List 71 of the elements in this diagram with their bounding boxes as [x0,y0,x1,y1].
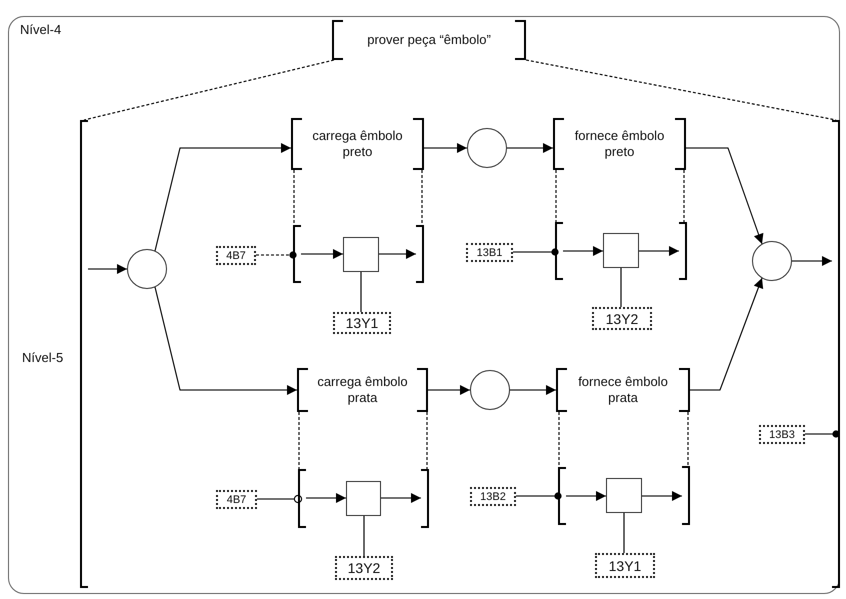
dashed-line [526,59,836,121]
arrow [686,147,764,244]
bracket [80,120,88,588]
actuator-tag: 13Y1 [595,553,655,578]
dashed-line [555,170,557,222]
transition-box [346,481,381,516]
bracket [421,469,429,528]
transition-box [343,237,379,272]
dashed-line [683,170,685,222]
arrow [381,493,421,503]
activity-box: prover peça “êmbolo” [332,20,526,60]
signal-line [256,251,297,259]
connector-line [363,516,365,556]
arrow [690,278,764,391]
dashed-line [558,412,560,467]
transition-box [606,478,642,513]
connector-line [360,272,362,312]
bracket [298,469,306,528]
level-label: Nível-5 [22,350,64,365]
signal-line [516,492,562,500]
dashed-line [84,59,334,121]
dashed-line [421,170,423,225]
arrow [88,264,127,274]
connector-line [620,268,622,307]
bracket [682,466,690,525]
arrow [306,493,346,503]
signal-line [257,494,302,504]
bracket [832,120,840,588]
sensor-tag: 13B2 [470,487,516,506]
arrow [642,491,682,501]
dashed-line [293,170,295,225]
arrow [792,256,832,266]
dashed-line [687,412,689,466]
place-circle [467,128,507,168]
arrow [154,286,297,395]
place-circle [127,249,167,289]
transition-box [603,233,639,268]
arrow [424,143,467,153]
sensor-tag: 4B7 [216,490,257,509]
arrow [639,246,679,256]
arrow [563,246,603,256]
arrow [566,491,606,501]
bracket [679,222,687,280]
sensor-tag: 4B7 [216,246,256,265]
arrow [510,385,556,395]
activity-box: fornece êmbolo prata [556,368,690,412]
bracket [558,467,566,525]
dashed-line [298,412,300,469]
actuator-tag: 13Y1 [333,312,391,334]
arrow [428,385,470,395]
signal-line [513,248,559,256]
level-label: Nível-4 [20,22,62,37]
actuator-tag: 13Y2 [335,556,393,580]
place-circle [752,241,792,281]
activity-box: carrega êmbolo preto [291,118,424,170]
activity-box: fornece êmbolo preto [553,118,686,170]
arrow [379,249,416,259]
bracket [555,222,563,280]
place-circle [470,370,510,410]
signal-line [805,430,840,438]
bracket [416,225,424,283]
connector-line [623,513,625,553]
bracket [293,225,301,283]
sensor-tag: 13B3 [759,425,805,444]
sensor-tag: 13B1 [466,243,513,262]
activity-box: carrega êmbolo prata [297,368,428,412]
arrow [507,143,553,153]
dashed-line [426,412,428,469]
arrow [154,143,291,252]
arrow [301,249,343,259]
actuator-tag: 13Y2 [592,307,652,330]
